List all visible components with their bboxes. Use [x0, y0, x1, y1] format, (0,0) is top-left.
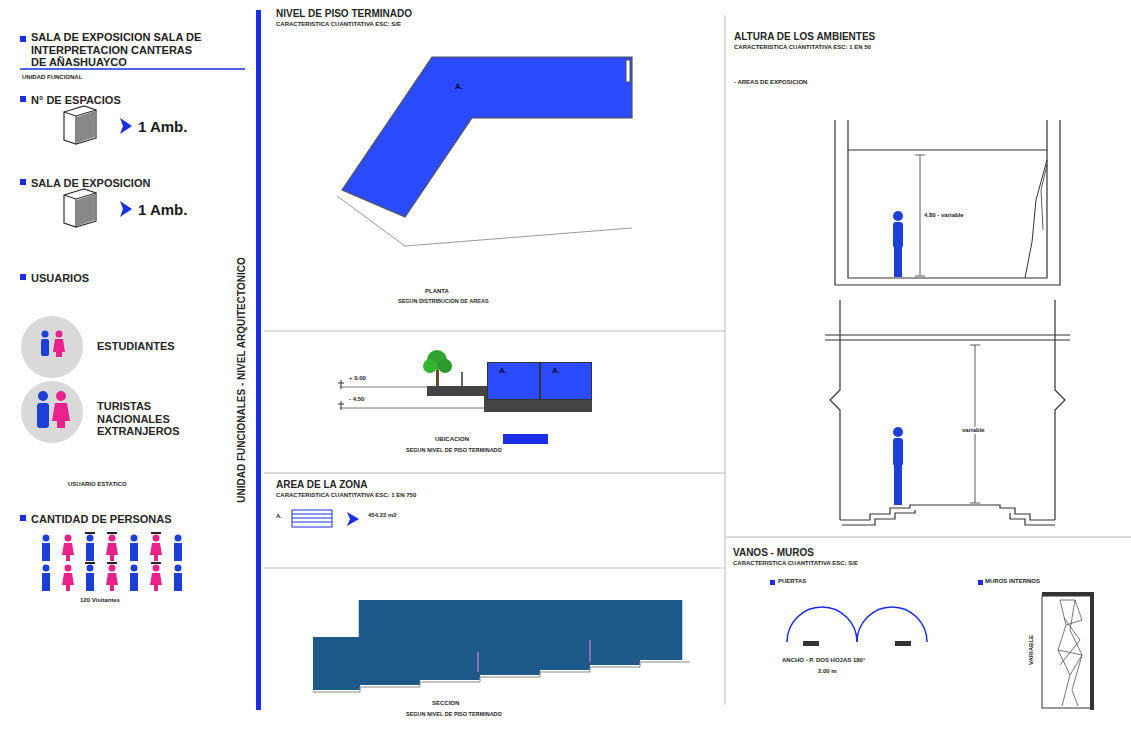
label-text: VANOS - MUROS: [733, 547, 814, 559]
label-text: UNIDAD FUNCIONALES - NIVEL ARQUITECTONIC…: [236, 257, 248, 502]
label-text: 454.22 m2: [368, 512, 397, 519]
label-text: UNIDAD FUNCIONAL: [22, 74, 82, 81]
label-text: PLANTA: [425, 288, 449, 295]
label-text: PUERTAS: [778, 578, 806, 585]
area-shape: [335, 50, 635, 235]
label-text: SEGUN NIVEL DE PISO TERMINADO: [406, 447, 502, 453]
area-label: A.: [455, 82, 463, 91]
label-text: CARACTERISTICA CUANTITATIVA ESC: S/E: [733, 560, 858, 567]
label-text: NIVEL DE PISO TERMINADO: [276, 8, 412, 20]
label-text: 1 Amb.: [138, 118, 187, 135]
label-text: CARACTERISTICA CUANTITATIVA ESC: 1 EN 75…: [276, 492, 416, 499]
label-text: USUARIOS: [31, 272, 89, 285]
label-text: CARACTERISTICA CUANTITATIVA ESC: S/E: [276, 21, 401, 28]
label-text: MUROS INTERNOS: [985, 578, 1040, 585]
label-text: USUARIO ESTATICO: [68, 481, 127, 488]
label-text: + 0.00: [347, 375, 368, 382]
label-text: VARIABLE: [1028, 633, 1035, 667]
label-text: CANTIDAD DE PERSONAS: [31, 513, 172, 526]
area-label: A.: [552, 366, 560, 375]
label-text: SEGUN NIVEL DE PISO TERMINADO: [406, 711, 502, 717]
level-area-box: A.: [487, 362, 540, 400]
sheet-title: SALA DE EXPOSICION SALA DE INTERPRETACIO…: [31, 31, 203, 69]
label-text: UBICACION: [435, 436, 469, 443]
area-label: A.: [499, 366, 507, 375]
area-shape: [540, 362, 592, 400]
level-area-box: A.: [540, 362, 592, 400]
label-text: 120 Visitantes: [80, 597, 120, 604]
visitor-icons: [42, 532, 182, 591]
label-text: 4.80 - variable: [922, 212, 966, 219]
label-text: SECCION: [432, 700, 459, 707]
label-text: 2.00 m: [818, 668, 837, 675]
floor-plan-area: A.: [335, 50, 635, 235]
label-text: 1 Amb.: [138, 201, 187, 218]
label-text: AREA DE LA ZONA: [276, 479, 367, 491]
label-text: SEGUN DISTRIBUCION DE AREAS: [398, 298, 489, 304]
label-text: - 4.50: [347, 396, 366, 403]
label-text: TURISTAS NACIONALES EXTRANJEROS: [97, 400, 189, 438]
area-shape: [487, 362, 540, 400]
label-text: variable: [960, 427, 987, 434]
label-text: ANCHO - P. DOS HOJAS 180°: [782, 657, 865, 664]
label-text: ESTUDIANTES: [97, 340, 175, 353]
label-text: CARACTERISTICA CUANTITATIVA ESC: 1 EN 50: [734, 44, 871, 51]
label-text: - AREAS DE EXPOSICION: [734, 79, 807, 86]
label-text: SALA DE EXPOSICION: [31, 177, 150, 190]
label-text: N° DE ESPACIOS: [31, 94, 121, 107]
label-text: A.: [276, 513, 282, 520]
label-text: ALTURA DE LOS AMBIENTES: [734, 31, 875, 43]
